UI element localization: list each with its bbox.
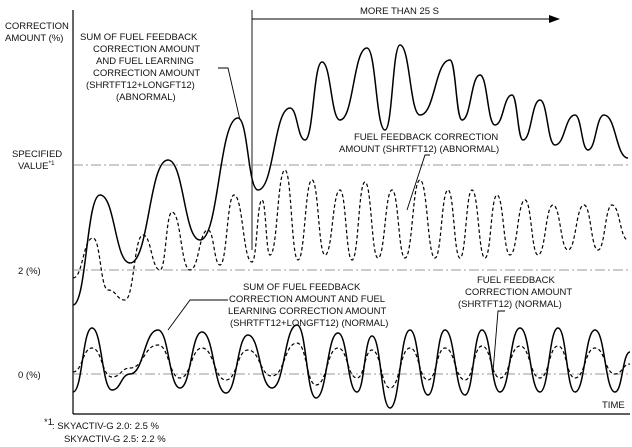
- sum-abnormal-line4: CORRECTION AMOUNT: [93, 68, 200, 79]
- sum-normal-line1: SUM OF FUEL FEEDBACK: [243, 282, 361, 293]
- sum-abnormal-line2: CORRECTION AMOUNT: [93, 44, 200, 55]
- duration-label: MORE THAN 25 S: [360, 6, 439, 17]
- two-percent-label: 2 (%): [18, 266, 41, 277]
- feedback-normal-line2: CORRECTION AMOUNT: [465, 287, 572, 298]
- footnote: *1 : SKYACTIV-G 2.0: 2.5 % SKYACTIV-G 2.…: [44, 417, 166, 445]
- sum-normal-line3: LEARNING CORRECTION AMOUNT: [228, 306, 387, 317]
- footnote-line2: SKYACTIV-G 2.5: 2.2 %: [64, 434, 166, 445]
- sum-abnormal-line3: AND FUEL LEARNING: [96, 56, 194, 67]
- feedback-normal-waveform: [72, 342, 631, 389]
- sum-normal-waveform: [72, 324, 631, 409]
- duration-arrow-head: [549, 15, 560, 23]
- feedback-abnormal-line2: AMOUNT (SHRTFT12) (ABNORMAL): [339, 144, 499, 155]
- footnote-mark: *1: [44, 417, 53, 428]
- specified-value-footnote-mark: *1: [48, 160, 55, 167]
- y-axis-title-line1: CORRECTION: [5, 21, 69, 32]
- sum-abnormal-line6: (ABNORMAL): [116, 92, 176, 103]
- zero-percent-label: 0 (%): [18, 370, 41, 381]
- feedback-normal-leader: [492, 310, 505, 373]
- x-axis-title: TIME: [602, 400, 625, 411]
- footnote-line1: : SKYACTIV-G 2.0: 2.5 %: [52, 421, 160, 432]
- sum-abnormal-annotation: SUM OF FUEL FEEDBACK CORRECTION AMOUNT A…: [80, 32, 200, 103]
- specified-value-label-line2: VALUE*1: [18, 160, 55, 172]
- feedback-abnormal-waveform: [72, 169, 629, 301]
- feedback-normal-line1: FUEL FEEDBACK: [477, 275, 555, 286]
- sum-normal-annotation: SUM OF FUEL FEEDBACK CORRECTION AMOUNT A…: [228, 282, 388, 329]
- sum-abnormal-leader: [218, 67, 241, 121]
- sum-abnormal-waveform: [72, 44, 629, 306]
- sum-abnormal-line5: (SHRTFT12+LONGFT12): [86, 80, 195, 91]
- feedback-abnormal-leader: [406, 154, 430, 211]
- feedback-abnormal-annotation: FUEL FEEDBACK CORRECTION AMOUNT (SHRTFT1…: [339, 132, 499, 155]
- y-axis-title-line2: AMOUNT (%): [5, 33, 63, 44]
- sum-abnormal-line1: SUM OF FUEL FEEDBACK: [80, 32, 198, 43]
- feedback-normal-annotation: FUEL FEEDBACK CORRECTION AMOUNT (SHRTFT1…: [458, 275, 572, 310]
- sum-normal-leader: [167, 299, 228, 331]
- sum-normal-line4: (SHRTFT12+LONGFT12) (NORMAL): [230, 318, 388, 329]
- feedback-normal-line3: (SHRTFT12) (NORMAL): [458, 299, 562, 310]
- sum-normal-line2: CORRECTION AMOUNT AND FUEL: [229, 294, 385, 305]
- feedback-abnormal-line1: FUEL FEEDBACK CORRECTION: [354, 132, 498, 143]
- specified-value-label-line1: SPECIFIED: [12, 149, 62, 160]
